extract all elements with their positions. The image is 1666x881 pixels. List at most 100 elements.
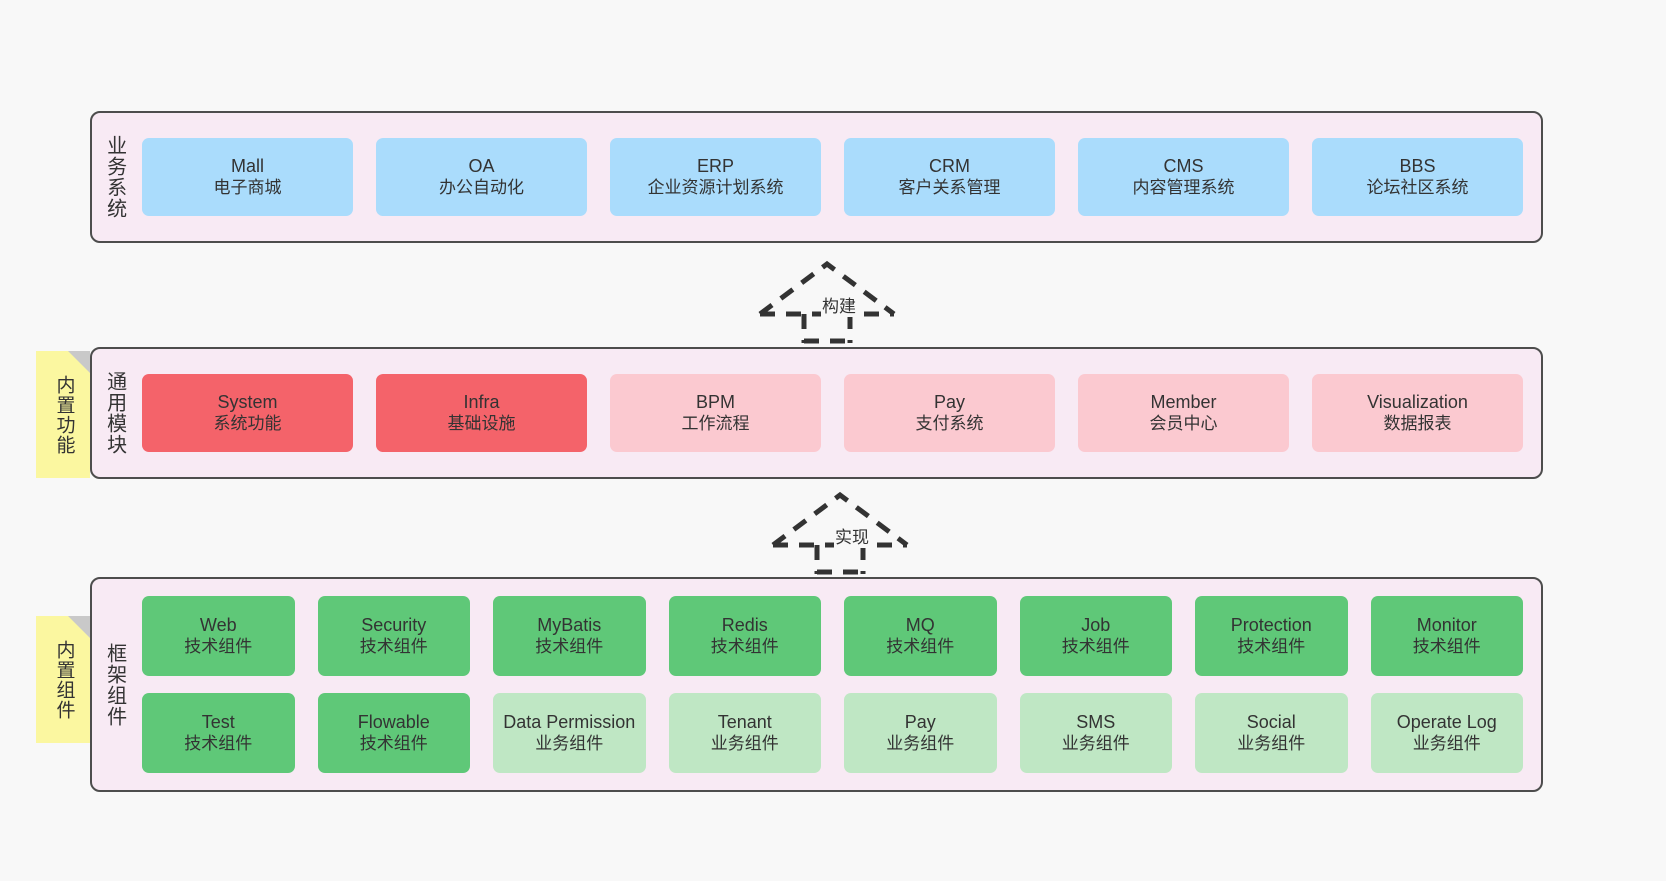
component-card-redis[interactable]: Redis 技术组件	[668, 596, 821, 676]
module-card-mall[interactable]: Mall 电子商城	[142, 138, 353, 216]
component-card-test[interactable]: Test 技术组件	[142, 693, 295, 773]
module-subtitle: 客户关系管理	[898, 177, 1001, 197]
component-card-pay[interactable]: Pay 业务组件	[844, 693, 997, 773]
module-subtitle: 基础设施	[447, 413, 516, 433]
layer-title-business-systems: 业务系统	[103, 135, 126, 219]
component-card-security[interactable]: Security 技术组件	[317, 596, 470, 676]
component-name: SMS	[1076, 712, 1116, 733]
note-builtin-component: 内置组件	[36, 616, 90, 743]
component-card-mybatis[interactable]: MyBatis 技术组件	[493, 596, 646, 676]
component-name: Data Permission	[503, 712, 636, 733]
module-name: CRM	[929, 156, 970, 177]
module-card-pay[interactable]: Pay 支付系统	[844, 374, 1055, 452]
component-card-operate-log[interactable]: Operate Log 业务组件	[1370, 693, 1523, 773]
module-subtitle: 企业资源计划系统	[647, 177, 784, 197]
component-subtitle: 技术组件	[535, 636, 604, 656]
layer-business-systems: 业务系统 Mall 电子商城 OA 办公自动化 ERP 企业资源计划系统 CRM…	[90, 111, 1543, 243]
layer-cells-common-modules: System 系统功能 Infra 基础设施 BPM 工作流程 Pay 支付系统…	[136, 349, 1541, 477]
component-subtitle: 技术组件	[184, 636, 253, 656]
component-name: Operate Log	[1396, 712, 1497, 733]
component-card-job[interactable]: Job 技术组件	[1019, 596, 1172, 676]
module-name: Visualization	[1367, 392, 1468, 413]
component-subtitle: 业务组件	[1061, 733, 1130, 753]
component-subtitle: 技术组件	[710, 636, 779, 656]
module-name: BPM	[695, 392, 735, 413]
component-card-mq[interactable]: MQ 技术组件	[844, 596, 997, 676]
component-name: Tenant	[717, 712, 772, 733]
module-name: CMS	[1163, 156, 1204, 177]
cell-row: Web 技术组件 Security 技术组件 MyBatis 技术组件 Redi…	[142, 596, 1523, 676]
note-fold-icon	[68, 351, 90, 373]
module-card-infra[interactable]: Infra 基础设施	[376, 374, 587, 452]
component-card-social[interactable]: Social 业务组件	[1195, 693, 1348, 773]
module-subtitle: 会员中心	[1149, 413, 1218, 433]
component-card-protection[interactable]: Protection 技术组件	[1195, 596, 1348, 676]
component-card-tenant[interactable]: Tenant 业务组件	[668, 693, 821, 773]
component-card-data-permission[interactable]: Data Permission 业务组件	[493, 693, 646, 773]
module-card-crm[interactable]: CRM 客户关系管理	[844, 138, 1055, 216]
module-card-bbs[interactable]: BBS 论坛社区系统	[1312, 138, 1523, 216]
component-subtitle: 技术组件	[886, 636, 955, 656]
component-name: MQ	[905, 615, 935, 636]
module-subtitle: 办公自动化	[439, 177, 524, 197]
component-name: Job	[1081, 615, 1111, 636]
component-card-monitor[interactable]: Monitor 技术组件	[1370, 596, 1523, 676]
component-name: MyBatis	[537, 615, 602, 636]
module-subtitle: 工作流程	[681, 413, 750, 433]
component-subtitle: 技术组件	[359, 636, 428, 656]
layer-cells-business-systems: Mall 电子商城 OA 办公自动化 ERP 企业资源计划系统 CRM 客户关系…	[136, 113, 1541, 241]
component-subtitle: 技术组件	[1061, 636, 1130, 656]
component-card-flowable[interactable]: Flowable 技术组件	[317, 693, 470, 773]
component-subtitle: 业务组件	[710, 733, 779, 753]
component-subtitle: 业务组件	[886, 733, 955, 753]
module-card-oa[interactable]: OA 办公自动化	[376, 138, 587, 216]
module-subtitle: 数据报表	[1383, 413, 1452, 433]
module-name: ERP	[696, 156, 734, 177]
module-subtitle: 系统功能	[213, 413, 282, 433]
component-name: Pay	[904, 712, 936, 733]
layer-common-modules: 通用模块 System 系统功能 Infra 基础设施 BPM 工作流程 Pay…	[90, 347, 1543, 479]
note-text: 内置功能	[53, 374, 75, 455]
module-subtitle: 内容管理系统	[1132, 177, 1235, 197]
component-subtitle: 技术组件	[184, 733, 253, 753]
module-subtitle: 支付系统	[915, 413, 984, 433]
module-card-bpm[interactable]: BPM 工作流程	[610, 374, 821, 452]
module-card-visualization[interactable]: Visualization 数据报表	[1312, 374, 1523, 452]
layer-title-framework-components: 框架组件	[103, 642, 126, 727]
arrow-implement-label: 实现	[834, 523, 870, 548]
component-name: Flowable	[357, 712, 430, 733]
component-name: Test	[201, 712, 235, 733]
layer-cells-framework-components: Web 技术组件 Security 技术组件 MyBatis 技术组件 Redi…	[136, 579, 1541, 790]
module-card-cms[interactable]: CMS 内容管理系统	[1078, 138, 1289, 216]
cell-row: Mall 电子商城 OA 办公自动化 ERP 企业资源计划系统 CRM 客户关系…	[142, 138, 1523, 216]
module-name: Member	[1150, 392, 1217, 413]
component-subtitle: 技术组件	[1237, 636, 1306, 656]
component-subtitle: 业务组件	[535, 733, 604, 753]
module-name: Infra	[463, 392, 500, 413]
module-name: OA	[468, 156, 495, 177]
component-name: Security	[361, 615, 427, 636]
component-subtitle: 技术组件	[1412, 636, 1481, 656]
layer-title-common-modules: 通用模块	[103, 371, 126, 455]
component-subtitle: 业务组件	[1237, 733, 1306, 753]
arrow-build: 构建	[755, 258, 935, 344]
component-name: Monitor	[1416, 615, 1477, 636]
note-text: 内置组件	[53, 639, 75, 720]
module-card-member[interactable]: Member 会员中心	[1078, 374, 1289, 452]
note-builtin-function: 内置功能	[36, 351, 90, 478]
note-fold-icon	[68, 616, 90, 638]
component-card-web[interactable]: Web 技术组件	[142, 596, 295, 676]
component-subtitle: 技术组件	[359, 733, 428, 753]
module-name: BBS	[1399, 156, 1436, 177]
module-name: System	[217, 392, 278, 413]
module-card-erp[interactable]: ERP 企业资源计划系统	[610, 138, 821, 216]
module-name: Pay	[933, 392, 966, 413]
component-card-sms[interactable]: SMS 业务组件	[1019, 693, 1172, 773]
cell-row: System 系统功能 Infra 基础设施 BPM 工作流程 Pay 支付系统…	[142, 374, 1523, 452]
arrow-implement: 实现	[768, 489, 948, 575]
layer-framework-components: 框架组件 Web 技术组件 Security 技术组件 MyBatis 技术组件…	[90, 577, 1543, 792]
cell-row: Test 技术组件 Flowable 技术组件 Data Permission …	[142, 693, 1523, 773]
module-card-system[interactable]: System 系统功能	[142, 374, 353, 452]
module-name: Mall	[230, 156, 264, 177]
